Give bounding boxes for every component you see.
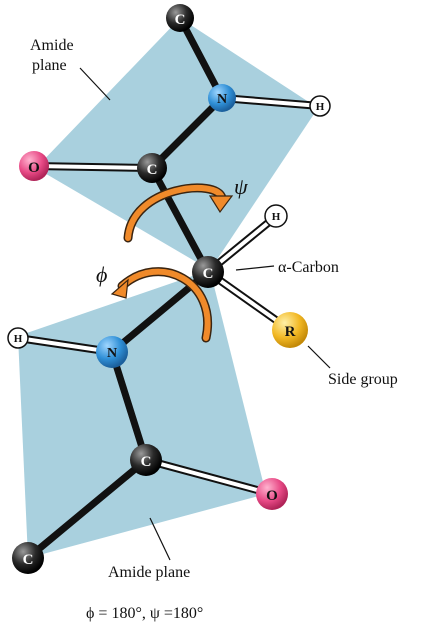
phi-rotation-arrow (110, 267, 213, 343)
leader-side-group (307, 345, 331, 369)
hydrogen-top-atom: H (309, 95, 331, 117)
oxygen-top-atom: O (19, 151, 49, 181)
svg-text:C: C (23, 552, 34, 568)
svg-text:H: H (316, 101, 325, 113)
svg-text:C: C (141, 454, 152, 470)
svg-text:R: R (285, 324, 296, 340)
amide-plane-bottom (18, 270, 266, 558)
amide-plane-top-label-line1: Amide (30, 37, 74, 54)
svg-text:H: H (14, 333, 23, 345)
side-group-label: Side group (328, 371, 398, 388)
oxygen-bottom-atom: O (256, 478, 288, 510)
svg-text:O: O (266, 488, 278, 504)
carbon-top-atom: C (166, 4, 194, 32)
leader-amide-bottom (149, 517, 171, 561)
amide-plane-bottom-label: Amide plane (108, 564, 190, 581)
carbonyl-carbon-bottom-atom: C (130, 444, 162, 476)
nitrogen-top-atom: N (208, 84, 236, 112)
carbonyl-carbon-top-atom: C (137, 153, 167, 183)
svg-text:N: N (107, 346, 117, 361)
amide-plane-top-label-line2: plane (32, 57, 67, 74)
carbon-bottom-atom: C (12, 542, 44, 574)
hydrogen-alpha-atom: H (264, 204, 288, 228)
nitrogen-bottom-atom: N (96, 336, 128, 368)
svg-text:C: C (147, 162, 158, 178)
leader-alpha-carbon (235, 265, 275, 271)
leader-amide-top (79, 67, 111, 101)
svg-text:C: C (175, 12, 186, 28)
svg-text:H: H (272, 211, 281, 223)
svg-text:O: O (28, 160, 40, 176)
phi-symbol: ϕ (96, 262, 107, 287)
alpha-carbon-label: α-Carbon (278, 259, 339, 276)
svg-text:N: N (217, 92, 227, 107)
hydrogen-bottom-atom: H (7, 327, 29, 349)
dihedral-caption: ϕ = 180°, ψ =180° (86, 605, 203, 622)
psi-rotation-arrow (123, 183, 234, 243)
psi-symbol: ψ (234, 174, 248, 199)
h-bonds (14, 94, 324, 498)
leader-lines (79, 67, 331, 561)
side-group-r-atom: R (272, 312, 308, 348)
alpha-carbon-atom: C (192, 256, 224, 288)
svg-text:C: C (203, 266, 214, 282)
